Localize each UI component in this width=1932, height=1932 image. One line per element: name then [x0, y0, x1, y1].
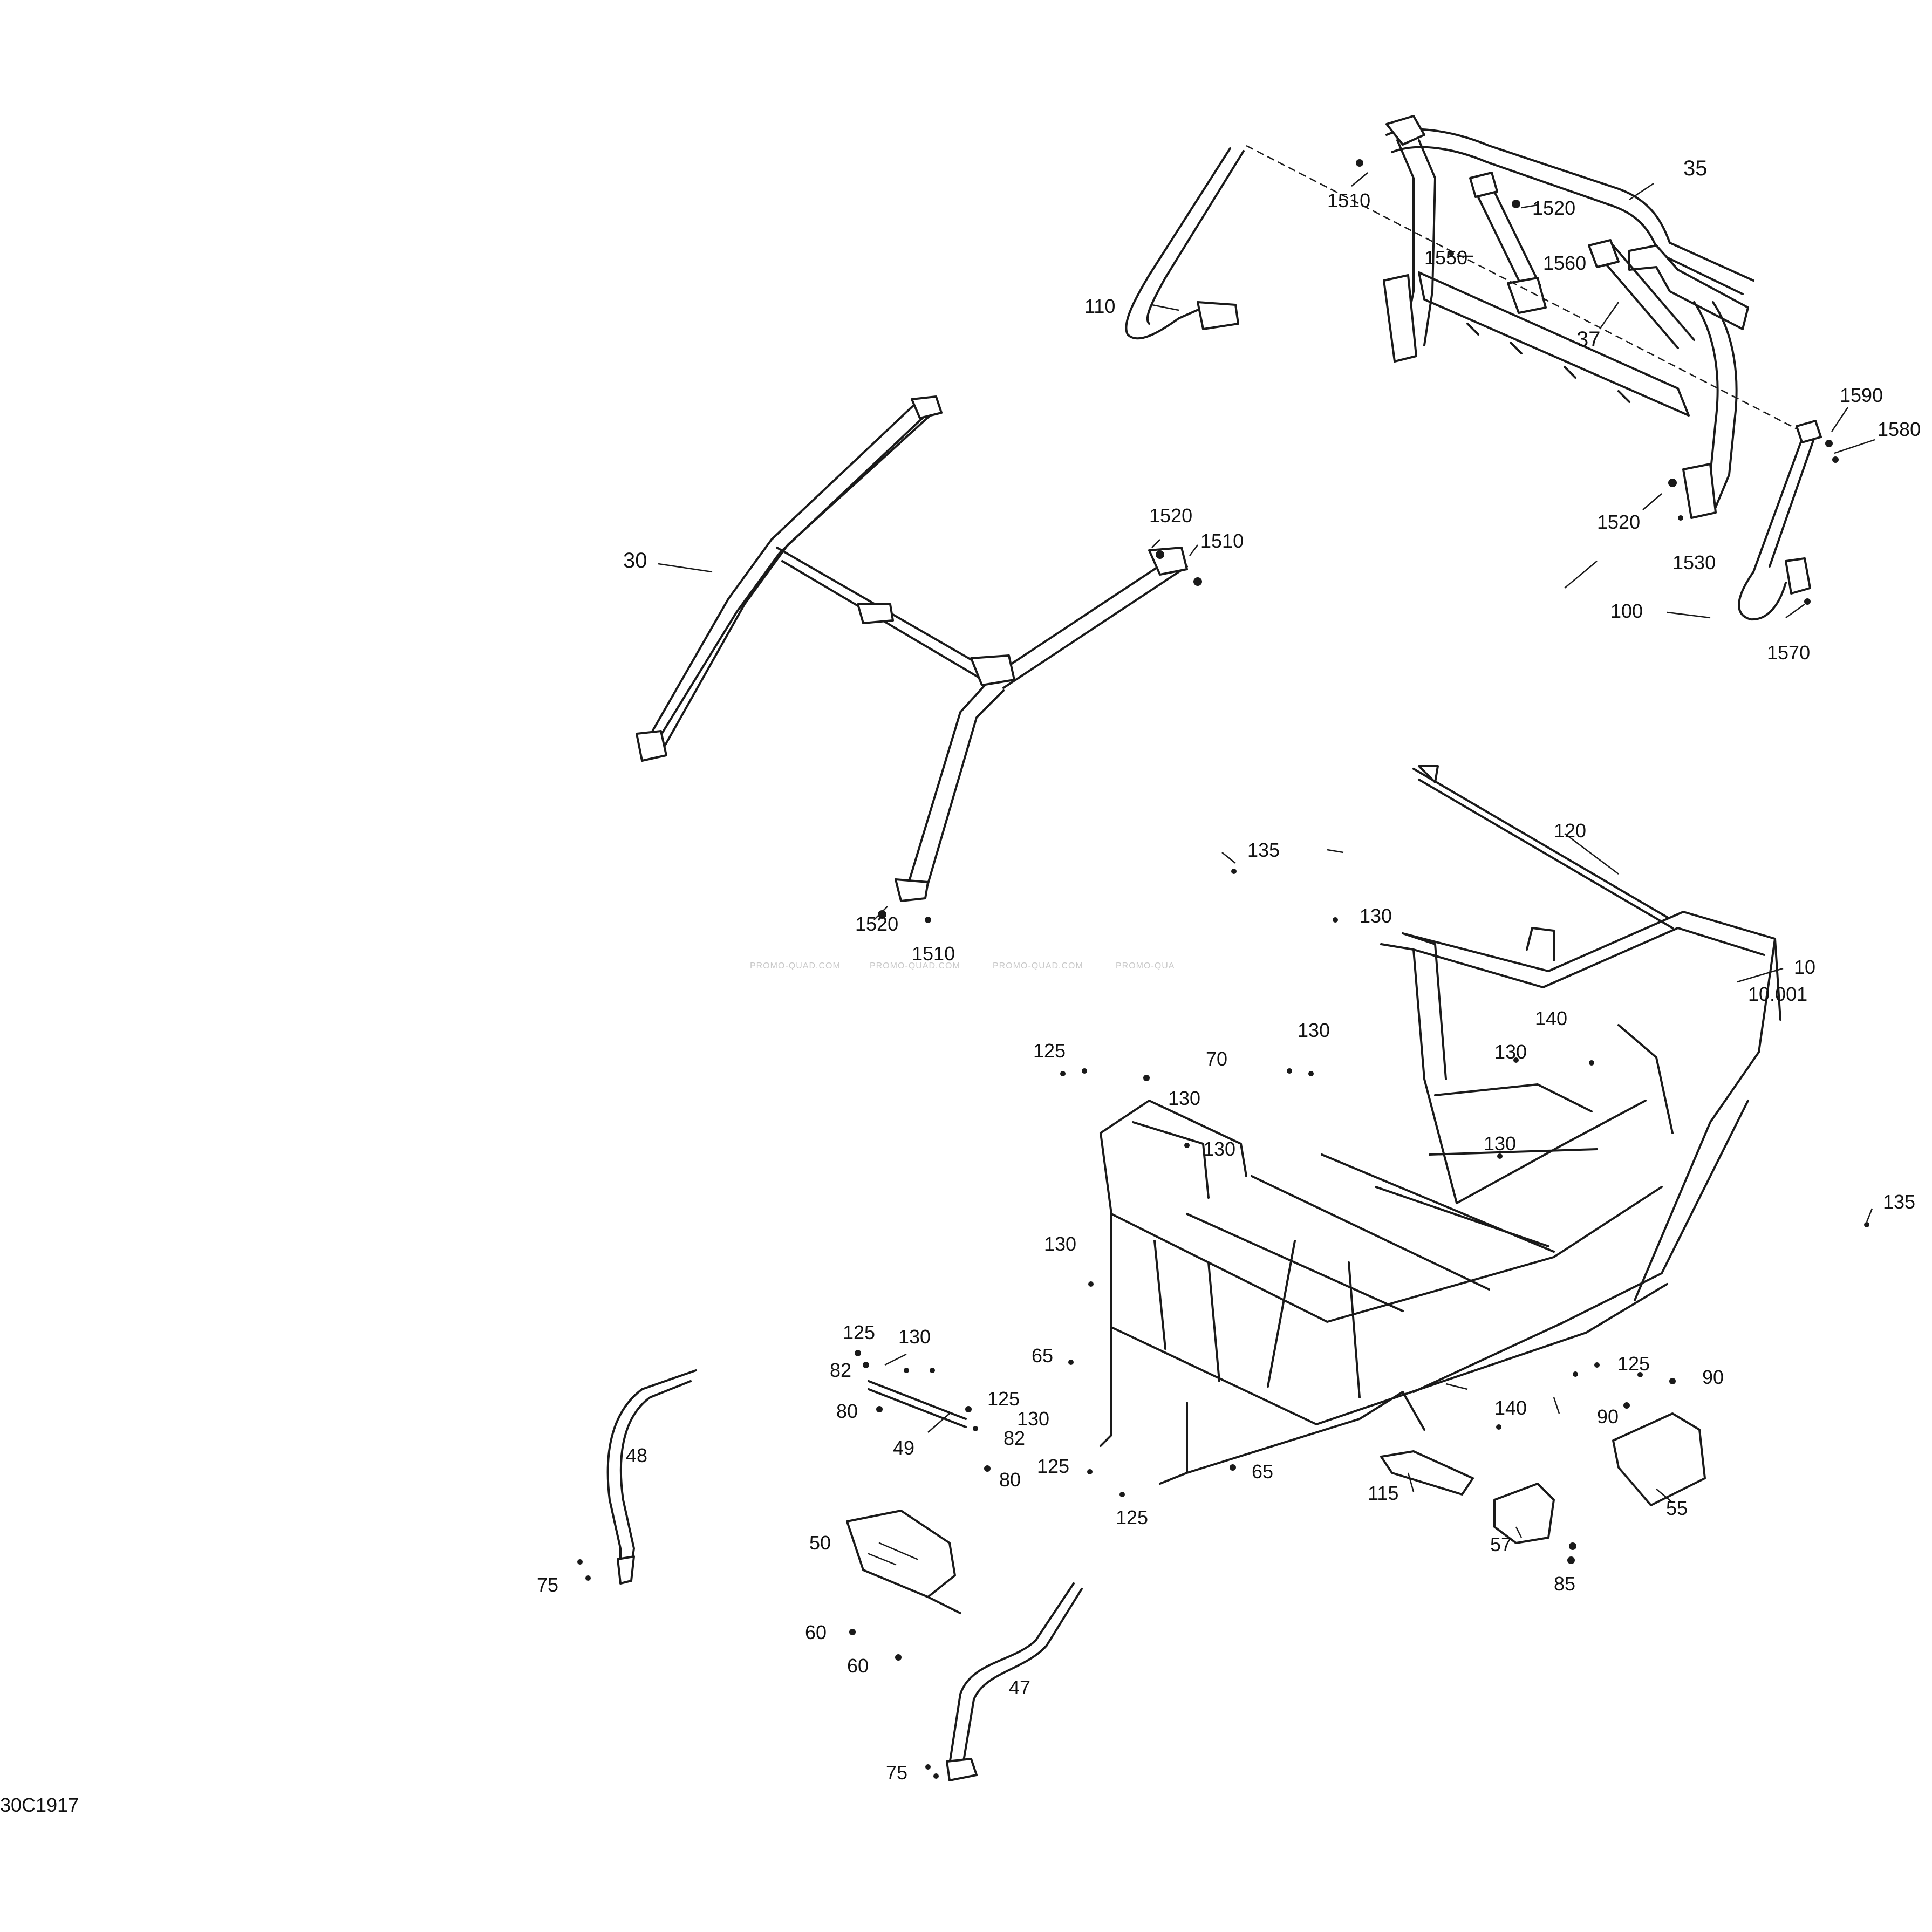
callout-70: 70 [1206, 1048, 1227, 1070]
callout-125-b: 125 [843, 1321, 875, 1343]
callout-125-d: 125 [1037, 1455, 1069, 1477]
callout-labels: 35 37 1510 1520 1550 1560 110 1590 1580 … [537, 156, 1921, 1784]
callout-50: 50 [809, 1532, 831, 1554]
watermark-text: PROMO-QUAD.COM [870, 961, 960, 971]
callout-120: 120 [1554, 820, 1586, 842]
callout-10-001: 10.001 [1748, 983, 1807, 1005]
callout-130-a: 130 [1360, 905, 1392, 927]
watermark-text: PROMO-QUAD.COM [993, 961, 1083, 971]
callout-1580: 1580 [1878, 418, 1921, 440]
watermark-text: PROMO-QUAD.COM [750, 961, 841, 971]
callout-130-i: 130 [1017, 1408, 1049, 1430]
callout-1560: 1560 [1543, 252, 1586, 274]
callout-57: 57 [1490, 1533, 1512, 1555]
callout-125-e: 125 [1116, 1506, 1148, 1528]
bar-49 [868, 1380, 967, 1428]
callout-135-a: 135 [1247, 839, 1280, 861]
callout-1520-a: 1520 [1532, 197, 1575, 219]
side-bar-110 [1125, 147, 1245, 340]
front-rops-30 [636, 395, 1188, 902]
callout-90-a: 90 [1702, 1366, 1724, 1388]
callout-130-b: 130 [1298, 1019, 1330, 1041]
callout-110: 110 [1084, 295, 1115, 317]
callout-10: 10 [1794, 956, 1815, 978]
brace-37 [1588, 239, 1695, 349]
callout-130-c: 130 [1494, 1041, 1527, 1063]
callout-49: 49 [893, 1437, 914, 1459]
callout-140-b: 140 [1494, 1397, 1527, 1419]
callout-100: 100 [1610, 600, 1643, 622]
callout-75-a: 75 [537, 1574, 558, 1596]
callout-125-a: 125 [1033, 1040, 1066, 1062]
callout-30: 30 [623, 549, 647, 572]
callout-65-b: 65 [1252, 1460, 1273, 1483]
rear-rops-35 [1383, 115, 1754, 519]
fasteners [577, 159, 1869, 1779]
callout-130-e: 130 [1203, 1138, 1235, 1160]
callout-82-b: 82 [1003, 1427, 1025, 1449]
callout-60-a: 60 [805, 1621, 827, 1643]
callout-75-b: 75 [886, 1762, 907, 1784]
callout-37: 37 [1576, 327, 1601, 351]
plate-50 [846, 1510, 961, 1614]
callout-80-b: 80 [999, 1469, 1021, 1491]
callout-1520-b: 1520 [1597, 511, 1640, 533]
callout-1510-b: 1510 [1200, 530, 1244, 552]
callout-1570: 1570 [1767, 641, 1810, 664]
callout-1530: 1530 [1672, 551, 1716, 574]
callout-130-g: 130 [1044, 1233, 1076, 1255]
callout-1550: 1550 [1424, 247, 1467, 269]
callout-125-c: 125 [987, 1388, 1020, 1410]
callout-1520-c: 1520 [1149, 504, 1192, 527]
callout-115: 115 [1368, 1482, 1398, 1504]
callout-1520-d: 1520 [855, 913, 898, 935]
tube-48 [606, 1369, 697, 1585]
callout-135-b: 135 [1883, 1191, 1915, 1213]
callout-48: 48 [626, 1444, 647, 1466]
callout-130-d: 130 [1168, 1087, 1200, 1109]
brace-upper-left [1469, 172, 1547, 314]
callout-90-b: 90 [1597, 1405, 1619, 1428]
diagram-reference: 30C1917 [0, 1794, 79, 1816]
callout-35: 35 [1683, 156, 1708, 180]
watermark-text: PROMO-QUA [1116, 961, 1175, 971]
bracket-115 [1380, 1450, 1474, 1496]
rail-120 [1412, 765, 1674, 929]
callout-125-f: 125 [1617, 1353, 1650, 1375]
leader-lines [658, 172, 1875, 1538]
callout-140-a: 140 [1535, 1007, 1567, 1029]
watermark: PROMO-QUAD.COM PROMO-QUAD.COM PROMO-QUAD… [750, 961, 1175, 971]
callout-47: 47 [1009, 1676, 1030, 1698]
callout-1510-c: 1510 [912, 943, 955, 965]
callout-60-b: 60 [847, 1655, 869, 1677]
tube-47 [946, 1582, 1083, 1781]
bracket-57 [1493, 1483, 1555, 1544]
callout-130-f: 130 [1484, 1132, 1516, 1155]
bracket-55 [1612, 1412, 1706, 1506]
callout-1510-a: 1510 [1327, 189, 1370, 211]
side-bar-100 [1738, 420, 1822, 621]
callout-85: 85 [1554, 1573, 1575, 1595]
callout-82-a: 82 [830, 1359, 851, 1381]
callout-65-a: 65 [1032, 1344, 1053, 1367]
callout-130-h: 130 [898, 1326, 931, 1348]
callout-55: 55 [1666, 1497, 1688, 1519]
main-frame-10 [1100, 911, 1781, 1485]
callout-80-a: 80 [836, 1400, 858, 1422]
callout-1590: 1590 [1840, 384, 1883, 406]
alignment-line-rear [1246, 145, 1803, 433]
